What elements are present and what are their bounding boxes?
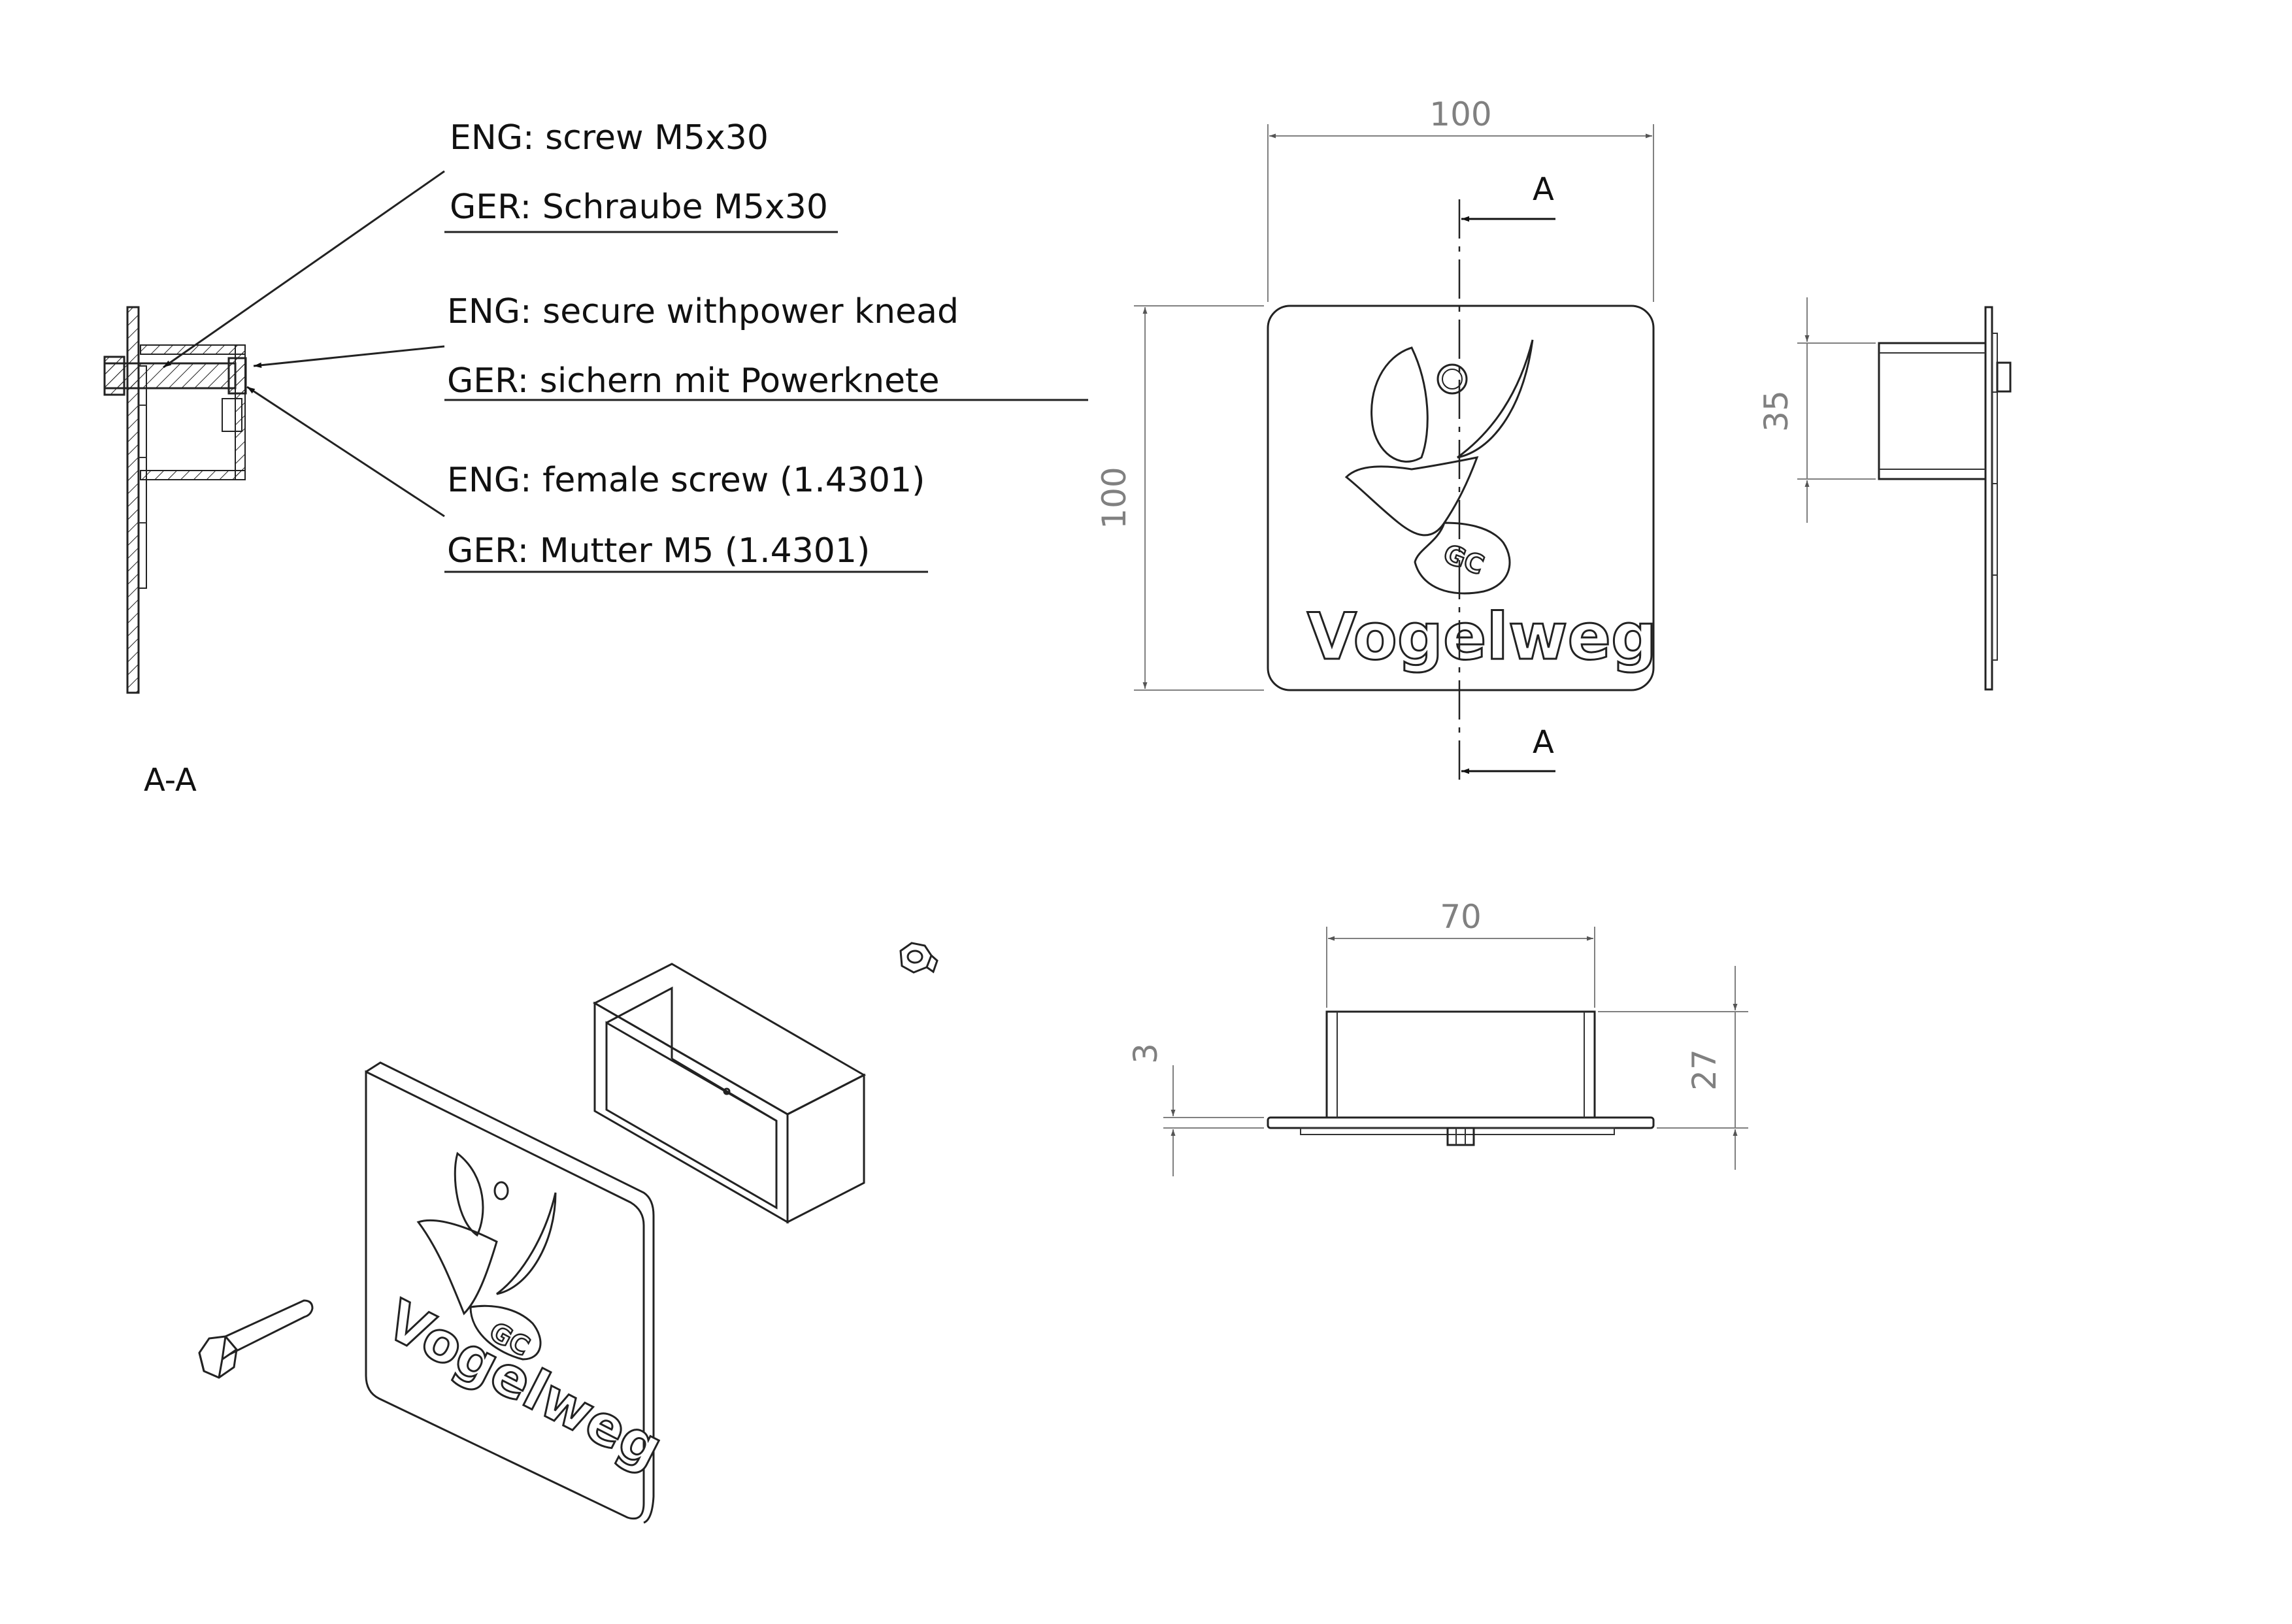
iso-nut-side [926,954,938,974]
iso-box-inner-edge [606,986,777,1122]
iso-plate-face [365,1070,645,1520]
leader-nut [246,386,445,518]
section-box-bottom-wall [140,470,246,480]
callout-leaders [163,170,1088,573]
iso-nut-hex [899,942,933,974]
callout-secure-ger: GER: sichern mit Powerknete [447,361,939,401]
section-nut [227,357,247,395]
callout-secure-eng: ENG: secure withpower knead [447,292,959,331]
isometric-view: GC Vogelweg [198,942,938,1524]
iso-bird-tail [469,1304,542,1361]
callout-screw-ger: GER: Schraube M5x30 [450,188,828,227]
dim-front-height: 100 [1095,467,1133,529]
section-mark-bottom: A [1533,724,1554,761]
section-label: A-A [144,762,197,799]
dim-top-plate-thickness: 3 [1127,1043,1165,1064]
iso-nut [899,942,938,974]
sign-text-front: Vogelweg [1307,600,1657,674]
callout-nut-ger: GER: Mutter M5 (1.4301) [447,531,870,571]
top-screw-head [1446,1127,1475,1146]
iso-nut-hole [906,950,923,964]
dim-side-box-height: 35 [1757,390,1795,432]
iso-screw [198,1299,314,1379]
iso-box-front [593,1001,789,1224]
leader-screw [163,170,445,369]
iso-bird-logo [416,1152,557,1361]
bird-logo [1344,339,1534,595]
section-screw-head [103,356,125,396]
iso-bird-body [416,1219,498,1316]
leader-secure [253,345,445,368]
side-view: 35 [1757,297,2012,691]
iso-bird-wing-left [454,1152,484,1237]
callout-texts: ENG: screw M5x30 GER: Schraube M5x30 ENG… [447,118,959,571]
side-nut [1996,361,2012,393]
side-plate-detail [1991,333,1998,661]
iso-mounting-hole [493,1181,509,1201]
callout-nut-eng: ENG: female screw (1.4301) [447,461,925,500]
bird-body [1344,456,1479,537]
iso-box-hole [723,1087,731,1095]
callout-screw-eng: ENG: screw M5x30 [450,118,769,157]
dim-front-width: 100 [1429,95,1491,133]
side-box [1878,342,1987,480]
iso-plate-edge [365,1061,655,1524]
bird-wing-right [1457,339,1534,459]
iso-box-opening [605,1021,778,1210]
section-mark-top: A [1533,171,1554,208]
dim-top-box-width: 70 [1440,898,1482,936]
top-plate [1267,1116,1655,1129]
top-box [1325,1010,1596,1119]
top-view: 70 3 27 [1127,898,1748,1176]
section-nut-inner [222,398,242,432]
bird-wing-left [1370,346,1429,463]
front-view: GC Vogelweg A A 100 100 [1095,95,1658,784]
iso-screw-shank [225,1299,314,1355]
iso-screw-head-facets [198,1336,237,1378]
mounting-hole-inner [1442,369,1463,389]
dim-top-total-depth: 27 [1686,1049,1723,1091]
mounting-hole [1437,363,1468,395]
logo-letters-front: GC [1439,539,1487,581]
iso-screw-head [198,1335,238,1379]
iso-box [592,963,867,1224]
iso-bird-wing-right [496,1192,557,1295]
bird-tail [1414,522,1511,595]
section-view-a-a: A-A [103,306,247,799]
front-plate [1267,305,1655,691]
iso-box-side [786,1073,865,1224]
